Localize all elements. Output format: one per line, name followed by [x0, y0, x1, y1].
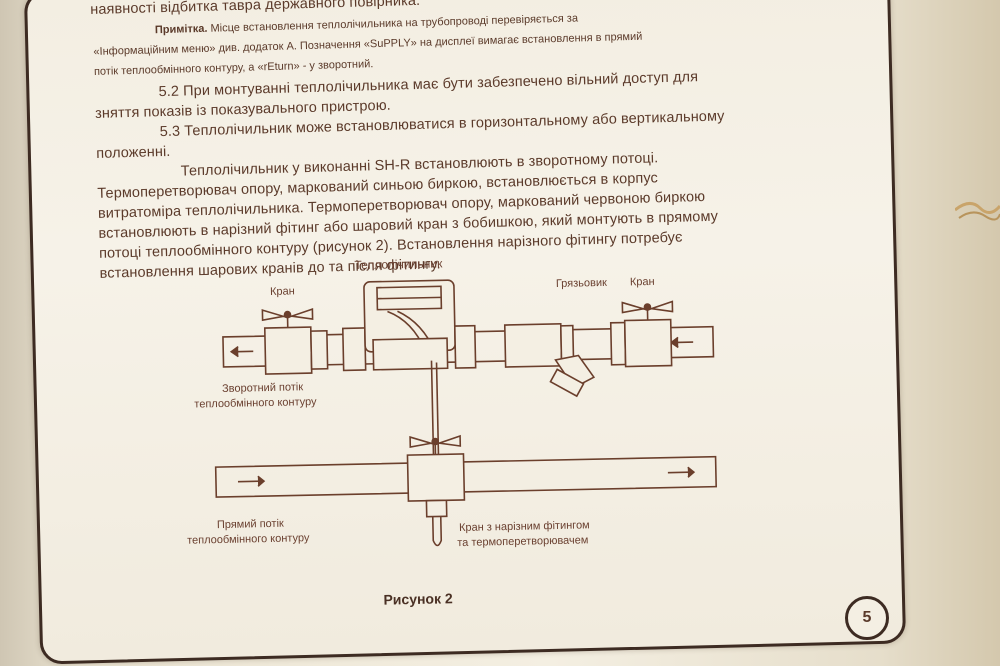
- paragraph-5-3-line-2: положенні.: [96, 143, 171, 162]
- label-return-flow-1: Зворотний потік: [221, 381, 304, 395]
- label-valve-right: Кран: [629, 275, 655, 289]
- note-label: Примітка.: [154, 22, 208, 37]
- label-heat-meter: Теплолічильник: [354, 256, 443, 273]
- flow-meter-body: [372, 337, 449, 371]
- label-valve-left: Кран: [269, 285, 295, 298]
- thermo-sensor-probe: [431, 516, 443, 547]
- union-right: [453, 324, 477, 369]
- figure-caption: Рисунок 2: [383, 590, 453, 608]
- pipe-section: [503, 323, 563, 368]
- union-left: [341, 327, 367, 372]
- valve-right-body: [623, 318, 673, 368]
- sensor-cable-down: [430, 360, 435, 466]
- thermo-sensor-fitting: [425, 499, 448, 518]
- strainer-cap: [549, 368, 585, 398]
- valve-left-body: [263, 326, 313, 375]
- installation-diagram: [214, 279, 718, 547]
- label-supply-flow-2: теплообмінного контуру: [187, 532, 310, 547]
- fitting-valve-body: [406, 453, 466, 502]
- label-supply-flow-1: Прямий потік: [216, 517, 284, 532]
- label-return-flow-2: теплообмінного контуру: [194, 395, 317, 411]
- page-number: 5: [845, 596, 889, 640]
- figure-2: Теплолічильник Кран Грязьовик Кран Зворо…: [171, 244, 749, 621]
- label-strainer: Грязьовик: [555, 276, 608, 290]
- wall-wire: [955, 202, 1000, 221]
- supply-pipe: [214, 455, 718, 498]
